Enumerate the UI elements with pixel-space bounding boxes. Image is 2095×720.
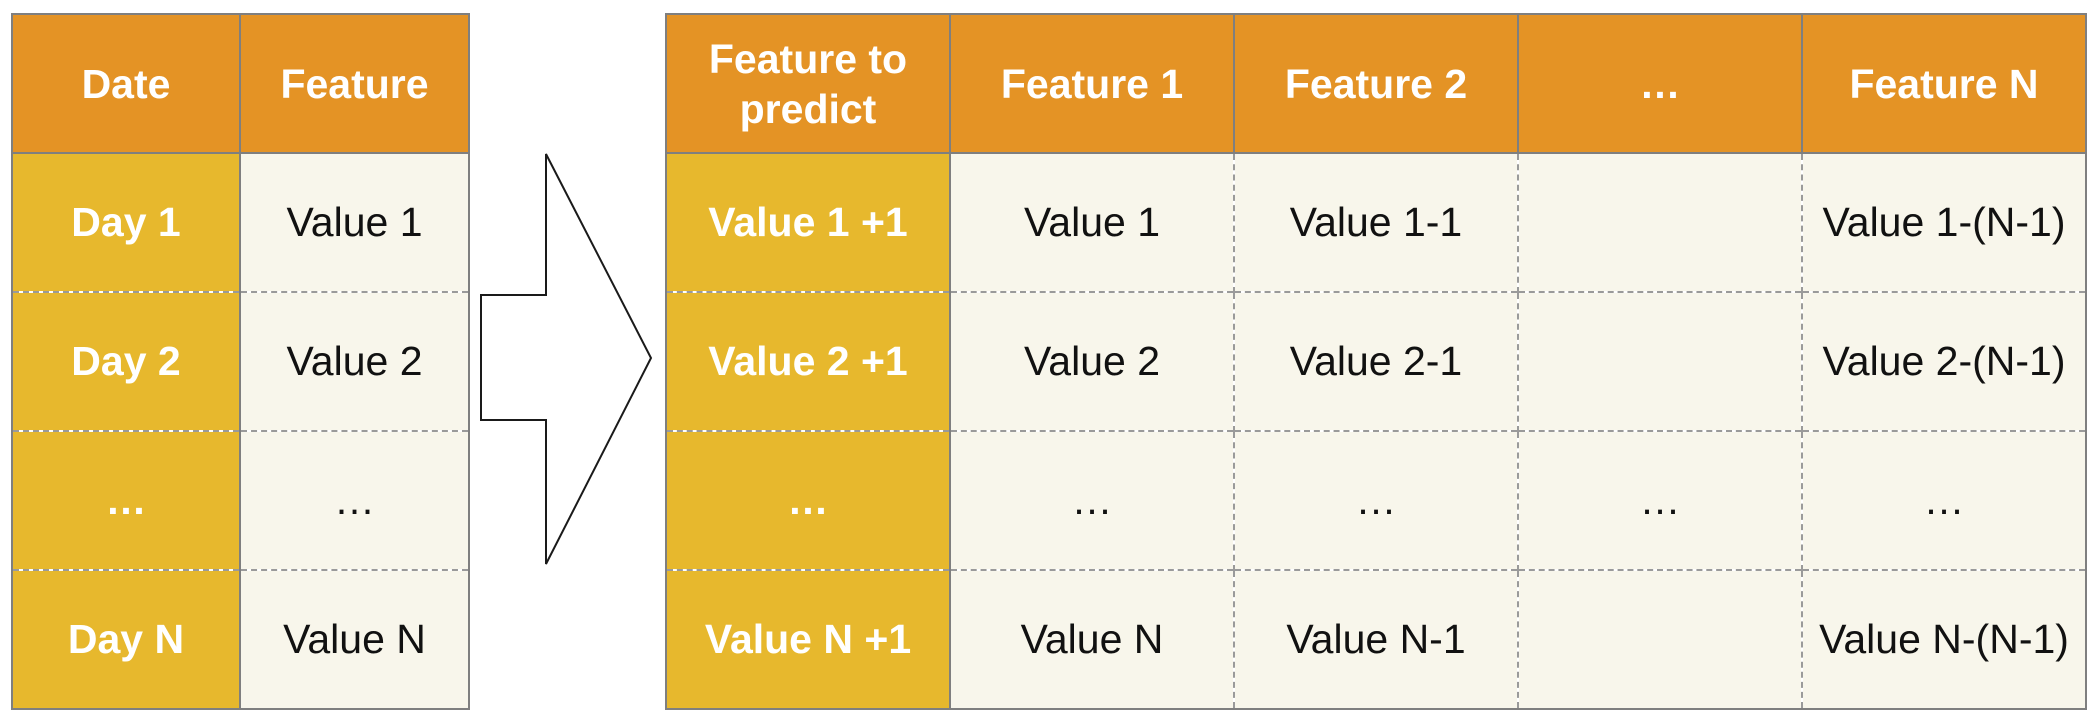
header-feature-to-predict: Feature to predict bbox=[665, 13, 951, 154]
value-cell bbox=[1517, 291, 1802, 431]
value-cell bbox=[1517, 569, 1802, 710]
date-cell: … bbox=[11, 430, 240, 570]
value-cell bbox=[1517, 152, 1802, 292]
table-row: … … … … … bbox=[665, 430, 2087, 570]
header-row: Date Feature bbox=[11, 13, 470, 154]
target-cell: Value N +1 bbox=[665, 569, 950, 710]
value-cell: Value 2-(N-1) bbox=[1801, 291, 2087, 431]
header-feature-2: Feature 2 bbox=[1233, 13, 1519, 154]
value-cell: Value 2-1 bbox=[1233, 291, 1518, 431]
value-cell: … bbox=[1801, 430, 2087, 570]
value-cell: Value 2 bbox=[239, 291, 470, 431]
header-date: Date bbox=[11, 13, 241, 154]
table-row: Value 1 +1 Value 1 Value 1-1 Value 1-(N-… bbox=[665, 152, 2087, 292]
date-cell: Day N bbox=[11, 569, 240, 710]
source-table: Date Feature Day 1 Value 1 Day 2 Value 2… bbox=[11, 13, 470, 710]
table-row: Day 2 Value 2 bbox=[11, 291, 470, 431]
header-feature: Feature bbox=[239, 13, 470, 154]
header-ellipsis: … bbox=[1517, 13, 1803, 154]
value-cell: Value 1-(N-1) bbox=[1801, 152, 2087, 292]
target-table: Feature to predict Feature 1 Feature 2 …… bbox=[665, 13, 2087, 710]
value-cell: … bbox=[1517, 430, 1802, 570]
value-cell: Value N bbox=[949, 569, 1234, 710]
table-row: … … bbox=[11, 430, 470, 570]
target-cell: … bbox=[665, 430, 950, 570]
header-feature-n: Feature N bbox=[1801, 13, 2087, 154]
table-row: Day N Value N bbox=[11, 569, 470, 710]
table-row: Value N +1 Value N Value N-1 Value N-(N-… bbox=[665, 569, 2087, 710]
value-cell: … bbox=[1233, 430, 1518, 570]
value-cell: … bbox=[949, 430, 1234, 570]
value-cell: Value N-1 bbox=[1233, 569, 1518, 710]
value-cell: Value 1 bbox=[239, 152, 470, 292]
target-cell: Value 2 +1 bbox=[665, 291, 950, 431]
value-cell: Value 2 bbox=[949, 291, 1234, 431]
value-cell: … bbox=[239, 430, 470, 570]
date-cell: Day 2 bbox=[11, 291, 240, 431]
value-cell: Value 1-1 bbox=[1233, 152, 1518, 292]
value-cell: Value 1 bbox=[949, 152, 1234, 292]
value-cell: Value N bbox=[239, 569, 470, 710]
table-row: Value 2 +1 Value 2 Value 2-1 Value 2-(N-… bbox=[665, 291, 2087, 431]
target-cell: Value 1 +1 bbox=[665, 152, 950, 292]
right-arrow-icon bbox=[480, 153, 653, 565]
table-row: Day 1 Value 1 bbox=[11, 152, 470, 292]
date-cell: Day 1 bbox=[11, 152, 240, 292]
header-feature-1: Feature 1 bbox=[949, 13, 1235, 154]
value-cell: Value N-(N-1) bbox=[1801, 569, 2087, 710]
header-row: Feature to predict Feature 1 Feature 2 …… bbox=[665, 13, 2087, 154]
